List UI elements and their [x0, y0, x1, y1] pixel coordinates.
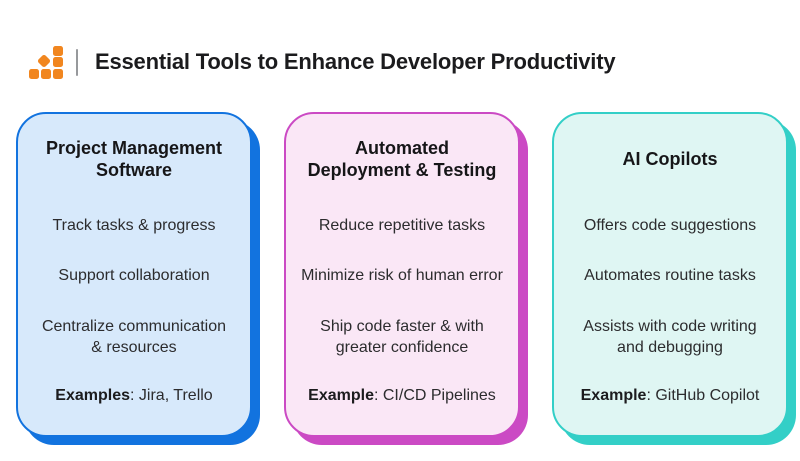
logo-square [29, 68, 39, 79]
header-divider [76, 48, 78, 76]
card-item: Ship code faster & with greater confiden… [320, 317, 484, 356]
logo-square [53, 45, 63, 56]
card-title: Project Management Software [45, 138, 223, 180]
card-item: Offers code suggestions [583, 217, 757, 235]
cards-row: Project Management Software Track tasks … [0, 112, 800, 437]
card-item: Assists with code writing and debugging [583, 317, 757, 356]
example-label: Examples [55, 387, 131, 404]
card-title: AI Copilots [622, 149, 718, 170]
example-value: : GitHub Copilot [646, 387, 760, 404]
card-item: Minimize risk of human error [301, 267, 503, 285]
card-example: Example: GitHub Copilot [581, 387, 760, 405]
card-item: Track tasks & progress [52, 217, 216, 235]
example-value: : Jira, Trello [130, 387, 213, 404]
card-title: Automated Deployment & Testing [307, 138, 497, 180]
card-automated-deployment-testing: Automated Deployment & Testing Reduce re… [284, 112, 520, 437]
card-item: Support collaboration [58, 267, 210, 285]
example-label: Example [580, 387, 647, 404]
bar-chart-logo-icon [29, 45, 64, 79]
card-item: Centralize communication & resources [41, 317, 227, 356]
card-item: Reduce repetitive tasks [318, 217, 486, 235]
logo-diamond [36, 53, 52, 68]
example-value: : CI/CD Pipelines [373, 387, 496, 404]
card-example: Examples: Jira, Trello [55, 387, 212, 405]
card-example: Example: CI/CD Pipelines [308, 387, 496, 405]
logo-square [53, 57, 63, 67]
header: Essential Tools to Enhance Developer Pro… [0, 0, 800, 82]
card-item: Automates routine tasks [584, 267, 756, 285]
card-project-management-software: Project Management Software Track tasks … [16, 112, 252, 437]
card-ai-copilots: AI Copilots Offers code suggestions Auto… [552, 112, 788, 437]
logo-square [41, 68, 51, 79]
logo-square [53, 68, 63, 79]
page-title: Essential Tools to Enhance Developer Pro… [95, 49, 616, 74]
example-label: Example [308, 387, 374, 404]
